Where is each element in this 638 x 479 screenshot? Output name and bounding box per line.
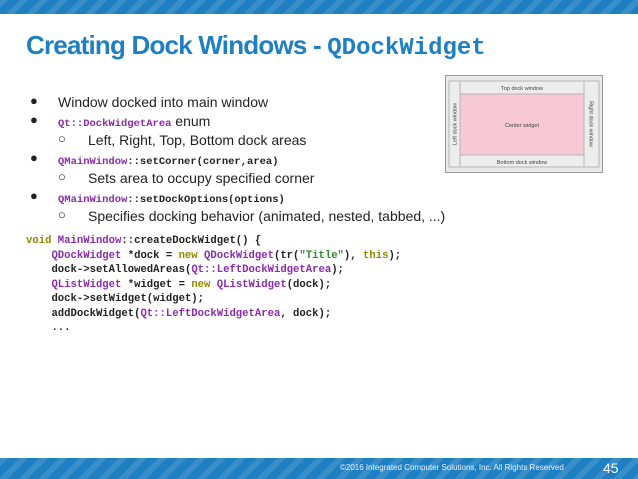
code-text: (dock); [286, 278, 332, 291]
footer-bar-pattern [0, 458, 638, 479]
sub-bullet-item: ○ Left, Right, Top, Bottom dock areas [30, 131, 590, 150]
page-number: 45 [603, 460, 619, 476]
code-class: Qt::DockWidgetArea [58, 118, 172, 130]
code-keyword: this [363, 249, 389, 262]
code-class: QListWidget [216, 278, 287, 291]
center-widget-area [459, 93, 585, 156]
sub-bullet-item: ○ Sets area to occupy specified corner [30, 169, 590, 188]
bullet-item: ● QMainWindow::setDockOptions(options) [30, 188, 590, 207]
code-block: void MainWindow::createDockWidget() { QD… [26, 234, 401, 336]
code-text: ::createDockWidget() { [121, 235, 262, 247]
bullet-item: ● Window docked into main window [30, 93, 590, 112]
code-text: ); [331, 264, 344, 276]
code-class: Qt::LeftDockWidgetArea [191, 264, 332, 276]
code-string: "Title" [299, 249, 344, 262]
bullet-text: Window docked into main window [58, 94, 269, 110]
code-text: *dock = [121, 249, 179, 262]
code-keyword: void [26, 235, 52, 247]
code-text: ), [343, 249, 363, 262]
code-keyword: new [191, 278, 211, 291]
bullet-item: ● Qt::DockWidgetArea enum [30, 112, 590, 131]
bullet-circle-icon: ○ [58, 131, 66, 146]
bullet-text-rest: enum [171, 113, 211, 129]
sub-bullet-item: ○ Specifies docking behavior (animated, … [30, 207, 590, 226]
code-class: MainWindow [57, 235, 122, 247]
code-keyword: new [178, 249, 198, 262]
top-bar-pattern [0, 0, 638, 14]
bullet-dot-icon: ● [30, 93, 38, 108]
code-class: Qt::LeftDockWidgetArea [140, 307, 281, 320]
code-text: (tr( [273, 249, 300, 262]
code-text: *widget = [121, 278, 192, 291]
bullet-text: QMainWindow::setCorner(corner,area) [58, 151, 279, 169]
bullet-dot-icon: ● [30, 188, 38, 203]
copyright-text: ©2016 Integrated Computer Solutions, Inc… [340, 463, 564, 472]
sub-bullet-text: Left, Right, Top, Bottom dock areas [88, 132, 307, 148]
code-class: QMainWindow [58, 194, 128, 206]
left-dock-label: Left dock window [453, 103, 459, 145]
code-class: QDockWidget [51, 249, 122, 262]
code-text: ); [388, 249, 402, 262]
code-text: ... [51, 322, 71, 334]
code-method: ::setCorner(corner,area) [127, 156, 279, 168]
code-class: QMainWindow [58, 156, 128, 168]
footer-bar: ©2016 Integrated Computer Solutions, Inc… [0, 458, 638, 479]
code-text: , dock); [280, 307, 332, 320]
code-method: ::setDockOptions(options) [127, 194, 285, 206]
sub-bullet-text: Sets area to occupy specified corner [88, 170, 315, 186]
dock-layout-diagram: Top dock window Center widget Bottom doc… [445, 75, 603, 173]
bullet-item: ● QMainWindow::setCorner(corner,area) [30, 150, 590, 169]
code-text: addDockWidget( [51, 307, 141, 320]
bullet-dot-icon: ● [30, 150, 38, 165]
center-widget-label: Center widget [505, 123, 539, 129]
bullet-list: ● Window docked into main window ● Qt::D… [30, 93, 590, 226]
title-code: QDockWidget [327, 35, 486, 62]
top-bar [0, 0, 638, 14]
code-class: QDockWidget [204, 249, 274, 262]
bullet-dot-icon: ● [30, 112, 38, 127]
code-text: dock->setWidget(widget); [51, 293, 205, 305]
sub-bullet-text: Specifies docking behavior (animated, ne… [88, 208, 446, 224]
right-dock-label: Right dock window [588, 101, 594, 147]
bullet-circle-icon: ○ [58, 207, 66, 222]
bullet-text: QMainWindow::setDockOptions(options) [58, 189, 285, 207]
code-text: dock->setAllowedAreas( [51, 264, 192, 276]
bullet-circle-icon: ○ [58, 169, 66, 184]
bullet-text: Qt::DockWidgetArea enum [58, 113, 210, 131]
code-class: QListWidget [51, 278, 122, 291]
title-text: Creating Dock Windows - [26, 30, 328, 60]
slide-title: Creating Dock Windows - QDockWidget [26, 30, 486, 62]
top-dock-label: Top dock window [501, 86, 543, 92]
bottom-dock-label: Bottom dock window [497, 160, 547, 166]
